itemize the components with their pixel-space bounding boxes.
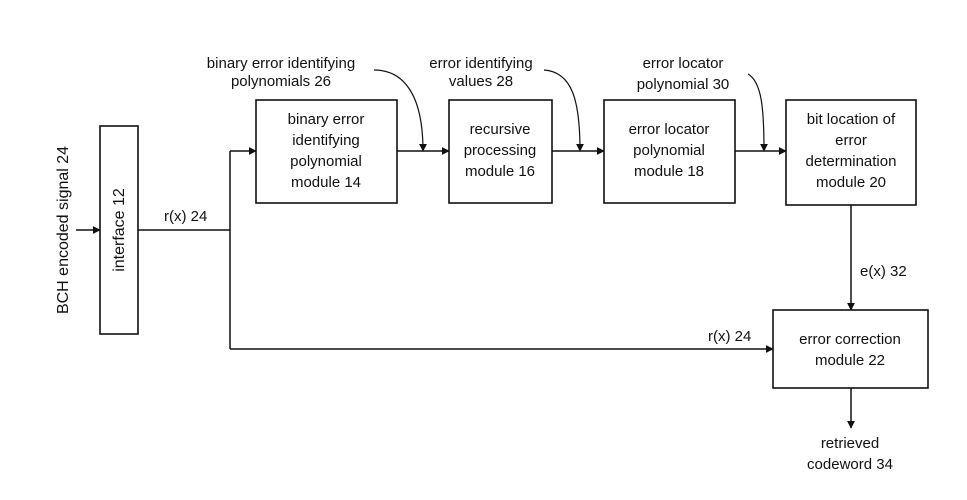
input-signal-label: BCH encoded signal 24 — [55, 146, 72, 314]
correction-line-1: error correction — [799, 331, 901, 348]
rx-top-label: r(x) 24 — [164, 208, 207, 225]
identifying-values-pointer — [543, 69, 584, 152]
locator-poly-label-line-1: error locator — [643, 55, 724, 72]
locator-poly-pointer — [747, 73, 768, 152]
bit-location-line-2: error — [835, 132, 867, 149]
rx-bottom-label: r(x) 24 — [708, 328, 751, 345]
binary-module-line-2: identifying — [292, 132, 360, 149]
binary-polys-pointer — [373, 69, 427, 152]
binary-polynomial-module — [255, 99, 398, 204]
identifying-values-label-line-2: values 28 — [449, 73, 513, 90]
recursive-processing-module — [448, 99, 553, 204]
output-label-line-1: retrieved — [821, 435, 879, 452]
bit-location-line-4: module 20 — [816, 174, 886, 191]
correction-line-2: module 22 — [815, 352, 885, 369]
recursive-module-line-3: module 16 — [465, 163, 535, 180]
binary-module-line-4: module 14 — [291, 174, 361, 191]
bit-location-module — [785, 99, 917, 206]
identifying-values-label-line-1: error identifying — [429, 55, 532, 72]
bit-location-line-3: determination — [806, 153, 897, 170]
bit-location-line-1: bit location of — [807, 111, 896, 128]
locator-poly-label-line-2: polynomial 30 — [637, 76, 730, 93]
output-label-line-2: codeword 34 — [807, 456, 893, 473]
locator-module-line-2: polynomial — [633, 142, 705, 159]
ex-label: e(x) 32 — [860, 263, 907, 280]
binary-module-line-3: polynomial — [290, 153, 362, 170]
recursive-module-line-1: recursive — [470, 121, 531, 138]
error-locator-module — [603, 99, 736, 204]
binary-polys-label-line-2: polynomials 26 — [231, 73, 331, 90]
interface-label: interface 12 — [111, 188, 128, 272]
locator-module-line-1: error locator — [629, 121, 710, 138]
locator-module-line-3: module 18 — [634, 163, 704, 180]
recursive-module-line-2: processing — [464, 142, 537, 159]
binary-module-line-1: binary error — [288, 111, 365, 128]
binary-polys-label-line-1: binary error identifying — [207, 55, 355, 72]
error-correction-module — [772, 309, 929, 389]
